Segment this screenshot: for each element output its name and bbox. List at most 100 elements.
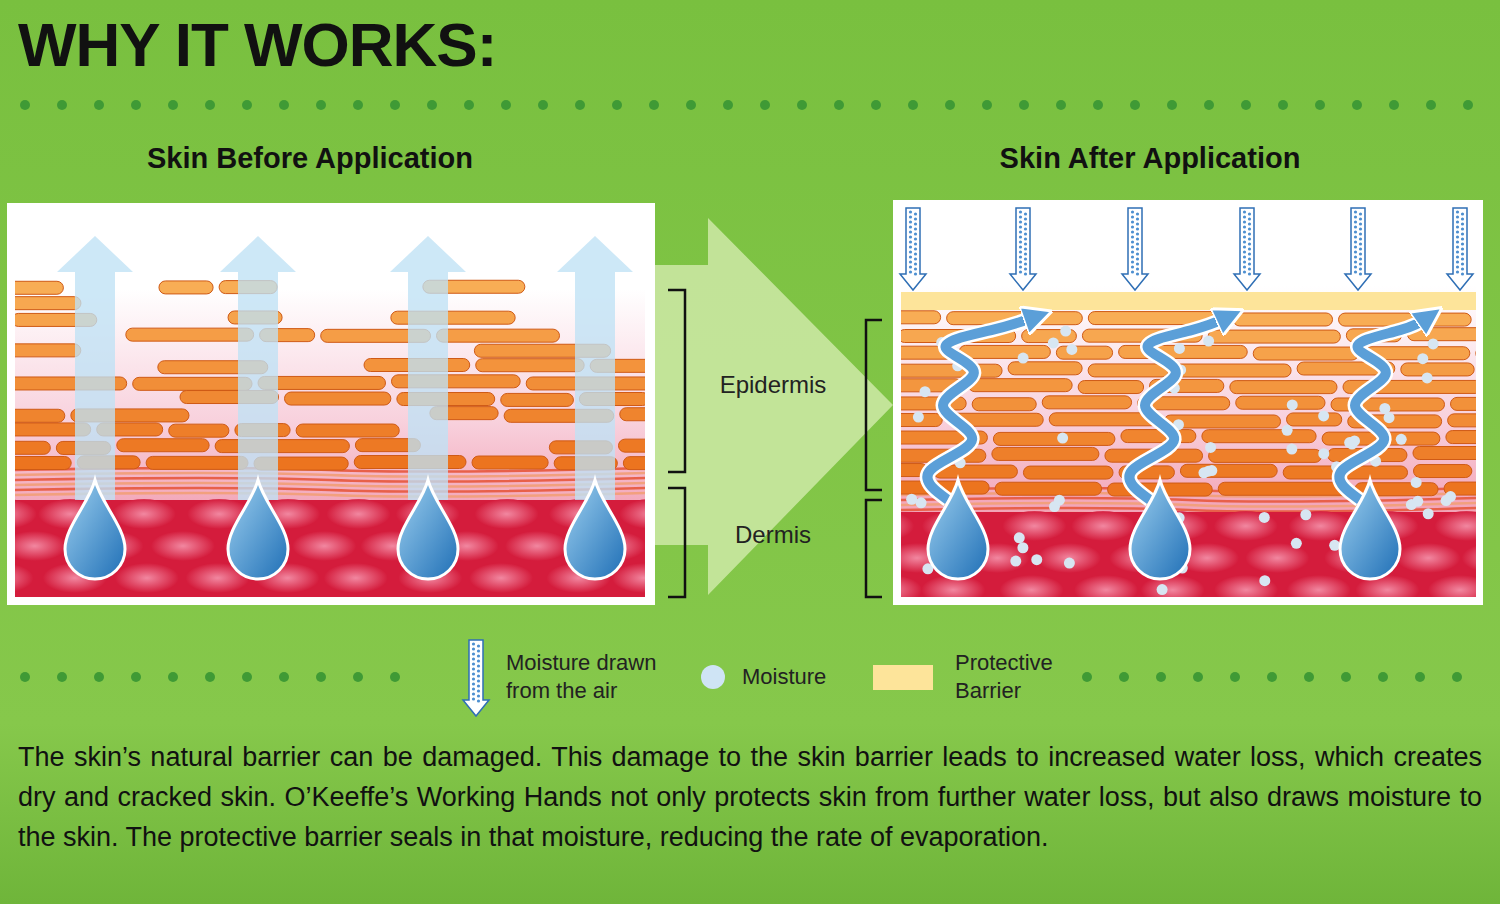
dermis-cell — [469, 563, 533, 593]
separator-dot — [760, 100, 770, 110]
arrow-dot — [914, 257, 917, 260]
separator-dot — [353, 672, 363, 682]
arrow-dot — [1456, 260, 1459, 263]
arrow-dot — [472, 662, 475, 665]
skin-cell — [1042, 396, 1131, 409]
moisture-dot — [1014, 532, 1025, 543]
skin-ground — [15, 212, 645, 597]
arrow-dot — [1456, 230, 1459, 233]
separator-dot — [1130, 100, 1140, 110]
moisture-dot — [913, 412, 924, 423]
skin-cell — [623, 457, 645, 470]
arrow-dot — [914, 212, 917, 215]
arrow-dot — [1456, 250, 1459, 253]
arrow-dot — [1136, 252, 1139, 255]
arrow-dot — [477, 649, 480, 652]
moisture-dot — [1066, 344, 1077, 355]
separator-dot — [205, 672, 215, 682]
arrow-dot — [914, 252, 917, 255]
water-drop — [1340, 480, 1400, 579]
arrow-dot — [1461, 232, 1464, 235]
skin-cell — [1230, 381, 1337, 394]
water-drop — [565, 480, 625, 579]
arrow-dot — [1248, 217, 1251, 220]
skin-cell — [169, 424, 229, 437]
arrow-dot — [909, 250, 912, 253]
arrow-dot — [1243, 245, 1246, 248]
arrow-dot — [1461, 272, 1464, 275]
skin-cell — [1233, 313, 1332, 326]
separator-dot — [1426, 100, 1436, 110]
arrow-dot — [1359, 237, 1362, 240]
dermis-cell — [1435, 511, 1476, 541]
separator-dot — [279, 672, 289, 682]
arrow-dot — [1131, 250, 1134, 253]
arrow-dot — [1019, 260, 1022, 263]
arrow-dot — [472, 667, 475, 670]
arrow-dot — [477, 659, 480, 662]
separator-dot — [1463, 100, 1473, 110]
dermis-cell — [1214, 511, 1278, 541]
moisture-dot — [1064, 558, 1075, 569]
arrow-dot — [1248, 257, 1251, 260]
bracket — [668, 488, 685, 597]
skin-cell — [1413, 447, 1476, 460]
arrow-dot — [909, 245, 912, 248]
arrow-dot — [1019, 255, 1022, 258]
arrow-dot — [1019, 265, 1022, 268]
arrow-dot — [1461, 222, 1464, 225]
arrow-dot — [1019, 230, 1022, 233]
arrow-dot — [1136, 232, 1139, 235]
basal-stripe — [901, 503, 1476, 507]
arrow-dot — [1024, 247, 1027, 250]
dermis-cell — [112, 499, 176, 529]
arrow-dot — [477, 699, 480, 702]
arrow-dot — [1456, 255, 1459, 258]
separator-dot — [1204, 100, 1214, 110]
moisture-dot — [1048, 337, 1059, 348]
arrow-dot — [1131, 220, 1134, 223]
dermis-cell — [505, 531, 569, 561]
separator-dot — [1119, 672, 1129, 682]
arrow-dot — [477, 664, 480, 667]
arrow-dot — [1019, 210, 1022, 213]
skin-cell — [993, 432, 1115, 445]
arrow-dot — [1354, 265, 1357, 268]
skin-cell — [1451, 397, 1476, 410]
arrow-dot — [914, 272, 917, 275]
skin-cell — [1008, 362, 1082, 375]
moisture-path-outline — [1339, 316, 1430, 500]
skin-cell — [1121, 430, 1196, 443]
arrow-dot — [1456, 245, 1459, 248]
arrow-dot — [1354, 225, 1357, 228]
skin-cell — [117, 439, 209, 452]
arrow-dot — [477, 644, 480, 647]
dermis-cell — [1462, 543, 1476, 573]
arrow-dot — [1456, 240, 1459, 243]
separator-dot — [1167, 100, 1177, 110]
moisture-dot — [1384, 412, 1395, 423]
process-arrow — [655, 218, 893, 595]
arrow-dot — [1248, 212, 1251, 215]
arrow-dot — [1136, 222, 1139, 225]
arrow-dot — [1461, 242, 1464, 245]
arrow-dot — [909, 255, 912, 258]
moisture-path — [1339, 316, 1430, 500]
arrow-dot — [477, 654, 480, 657]
arrow-dot — [1359, 272, 1362, 275]
dermis-cell — [326, 499, 390, 529]
arrow-dot — [914, 217, 917, 220]
skin-cell — [1218, 482, 1349, 495]
arrow-dot — [1359, 222, 1362, 225]
separator-dot — [1193, 672, 1203, 682]
moisture-path — [1129, 316, 1230, 500]
arrow-dot — [1131, 265, 1134, 268]
separator-dot — [1452, 672, 1462, 682]
arrow-dot — [1461, 237, 1464, 240]
bracket — [668, 290, 685, 472]
arrow-dot — [1131, 215, 1134, 218]
arrow-dot — [1243, 250, 1246, 253]
arrow-dot — [1131, 260, 1134, 263]
separator-dot — [723, 100, 733, 110]
arrow-dot — [1248, 242, 1251, 245]
